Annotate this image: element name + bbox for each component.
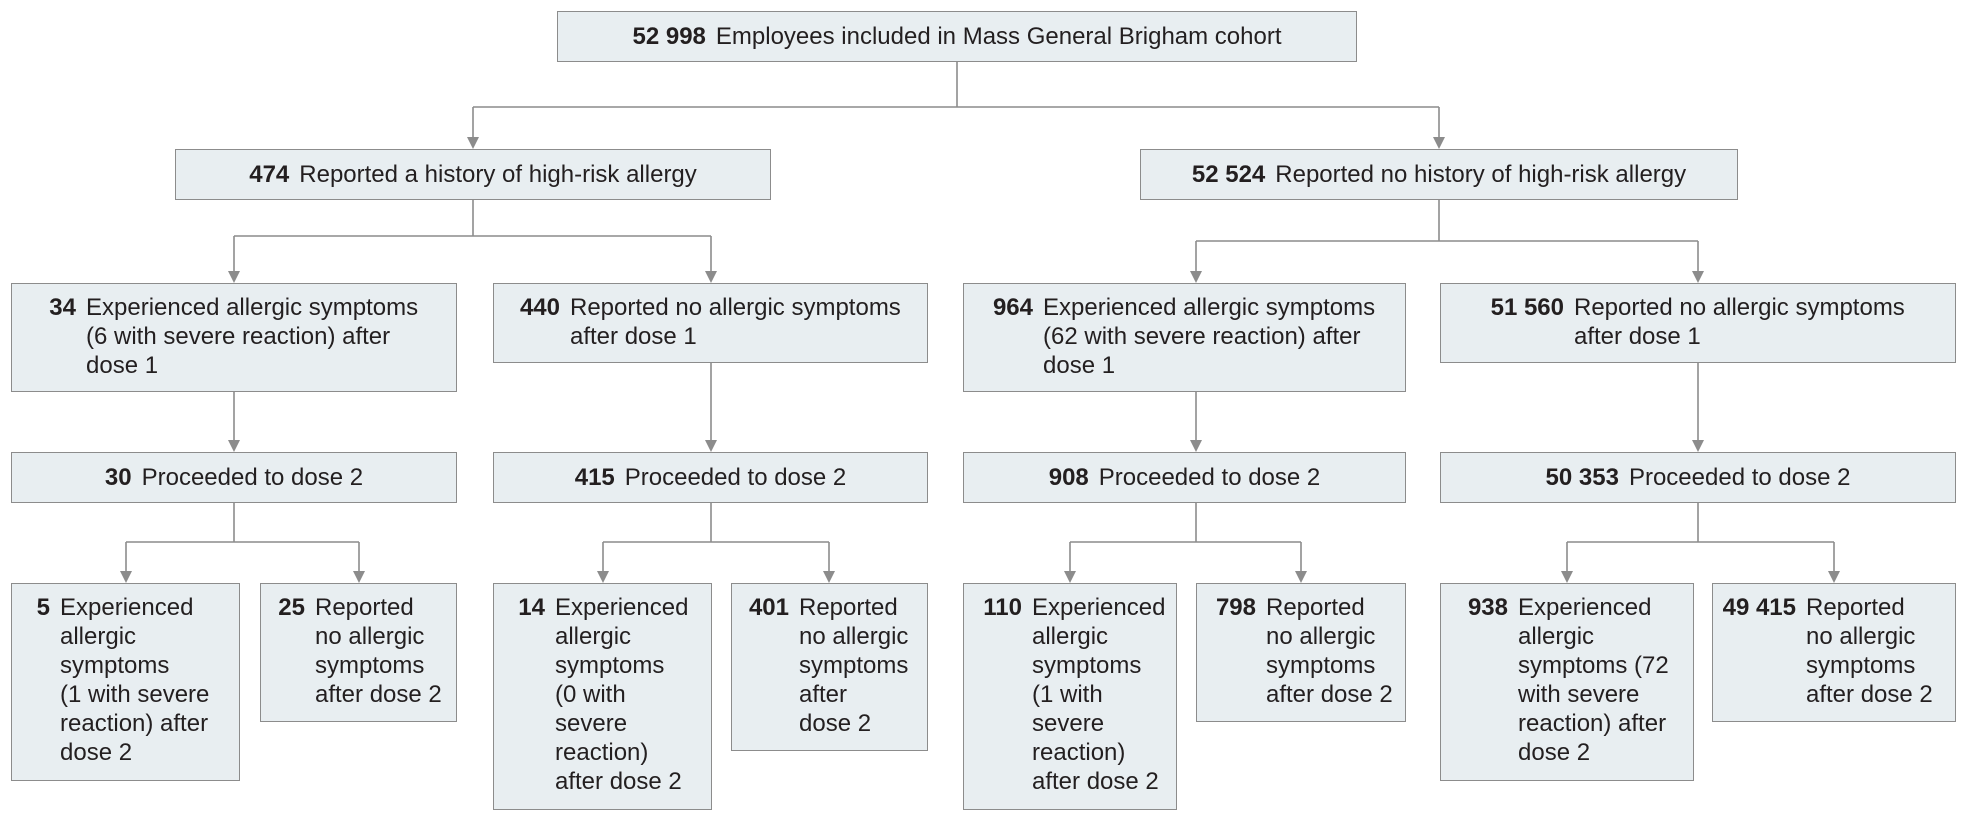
arrowhead — [228, 271, 240, 283]
box-outcome-c2: 798 Reported no allergic symptoms after … — [1196, 583, 1406, 722]
label-cohort-total: Employees included in Mass General Brigh… — [715, 23, 1282, 50]
label-hr-no-allergic-dose1: Reported no allergic symptoms after dose… — [570, 294, 901, 350]
box-nhr-allergic-dose2: 908 Proceeded to dose 2 — [963, 452, 1406, 503]
label-no-high-risk-allergy: Reported no history of high-risk allergy — [1275, 161, 1687, 188]
label-outcome-a1: Experienced allergic symptoms (1 with se… — [60, 594, 210, 766]
arrowhead — [705, 440, 717, 452]
box-outcome-d2: 49 415 Reported no allergic symptoms aft… — [1712, 583, 1956, 722]
count-outcome-d2: 49 415 — [1722, 594, 1796, 621]
count-hr-no-allergic-dose2: 415 — [574, 464, 615, 491]
label-hr-allergic-dose2: Proceeded to dose 2 — [141, 464, 364, 491]
label-outcome-a2: Reported no allergic symptoms after dose… — [315, 594, 442, 708]
count-outcome-a1: 5 — [36, 594, 50, 621]
count-outcome-a2: 25 — [278, 594, 305, 621]
label-nhr-no-allergic-dose1: Reported no allergic symptoms after dose… — [1574, 294, 1905, 350]
count-outcome-b2: 401 — [748, 594, 789, 621]
arrowhead — [120, 571, 132, 583]
box-hr-no-allergic-dose1: 440 Reported no allergic symptoms after … — [493, 283, 928, 363]
arrowhead — [823, 571, 835, 583]
arrowhead — [1828, 571, 1840, 583]
arrowhead — [1190, 440, 1202, 452]
count-nhr-no-allergic-dose2: 50 353 — [1545, 464, 1619, 491]
arrowhead — [1561, 571, 1573, 583]
box-nhr-allergic-dose1: 964 Experienced allergic symptoms (62 wi… — [963, 283, 1406, 392]
label-outcome-d2: Reported no allergic symptoms after dose… — [1806, 594, 1933, 708]
count-no-high-risk-allergy: 52 524 — [1191, 161, 1266, 188]
box-hr-allergic-dose1: 34 Experienced allergic symptoms (6 with… — [11, 283, 457, 392]
box-outcome-d1: 938 Experienced allergic symptoms (72 wi… — [1440, 583, 1694, 781]
box-outcome-a2: 25 Reported no allergic symptoms after d… — [260, 583, 457, 722]
arrowhead — [228, 440, 240, 452]
label-hr-allergic-dose1: Experienced allergic symptoms (6 with se… — [86, 294, 419, 379]
count-hr-no-allergic-dose1: 440 — [519, 294, 560, 321]
arrowhead — [705, 271, 717, 283]
label-nhr-no-allergic-dose2: Proceeded to dose 2 — [1628, 464, 1851, 491]
box-hr-no-allergic-dose2: 415 Proceeded to dose 2 — [493, 452, 928, 503]
count-cohort-total: 52 998 — [632, 23, 706, 50]
box-cohort-total: 52 998 Employees included in Mass Genera… — [557, 11, 1357, 62]
arrowhead — [467, 137, 479, 149]
arrowhead — [1295, 571, 1307, 583]
arrowhead — [1433, 137, 1445, 149]
arrowhead — [1692, 440, 1704, 452]
count-nhr-no-allergic-dose1: 51 560 — [1490, 294, 1564, 321]
box-outcome-b1: 14 Experienced allergic symptoms (0 with… — [493, 583, 712, 810]
box-no-high-risk-allergy: 52 524 Reported no history of high-risk … — [1140, 149, 1738, 200]
box-outcome-a1: 5 Experienced allergic symptoms (1 with … — [11, 583, 240, 781]
arrowhead — [597, 571, 609, 583]
label-outcome-b1: Experienced allergic symptoms (0 with se… — [555, 594, 689, 795]
box-hr-allergic-dose2: 30 Proceeded to dose 2 — [11, 452, 457, 503]
count-high-risk-allergy: 474 — [249, 161, 290, 188]
label-hr-no-allergic-dose2: Proceeded to dose 2 — [624, 464, 847, 491]
label-outcome-b2: Reported no allergic symptoms after dose… — [799, 594, 909, 737]
box-outcome-c1: 110 Experienced allergic symptoms (1 wit… — [963, 583, 1177, 810]
count-hr-allergic-dose1: 34 — [49, 294, 76, 321]
label-outcome-c2: Reported no allergic symptoms after dose… — [1266, 594, 1393, 708]
label-outcome-d1: Experienced allergic symptoms (72 with s… — [1518, 594, 1669, 766]
box-high-risk-allergy: 474 Reported a history of high-risk alle… — [175, 149, 771, 200]
count-outcome-c1: 110 — [983, 594, 1022, 621]
count-nhr-allergic-dose2: 908 — [1048, 464, 1089, 491]
arrowhead — [1064, 571, 1076, 583]
box-outcome-b2: 401 Reported no allergic symptoms after … — [731, 583, 928, 751]
label-outcome-c1: Experienced allergic symptoms (1 with se… — [1032, 594, 1166, 795]
box-nhr-no-allergic-dose1: 51 560 Reported no allergic symptoms aft… — [1440, 283, 1956, 363]
count-outcome-b1: 14 — [518, 594, 545, 621]
box-nhr-no-allergic-dose2: 50 353 Proceeded to dose 2 — [1440, 452, 1956, 503]
count-nhr-allergic-dose1: 964 — [992, 294, 1033, 321]
arrowhead — [353, 571, 365, 583]
arrowhead — [1190, 271, 1202, 283]
count-outcome-c2: 798 — [1215, 594, 1256, 621]
count-hr-allergic-dose2: 30 — [104, 464, 132, 491]
label-nhr-allergic-dose2: Proceeded to dose 2 — [1098, 464, 1321, 491]
label-nhr-allergic-dose1: Experienced allergic symptoms (62 with s… — [1043, 294, 1376, 379]
label-high-risk-allergy: Reported a history of high-risk allergy — [299, 161, 697, 188]
count-outcome-d1: 938 — [1467, 594, 1508, 621]
arrowhead — [1692, 271, 1704, 283]
